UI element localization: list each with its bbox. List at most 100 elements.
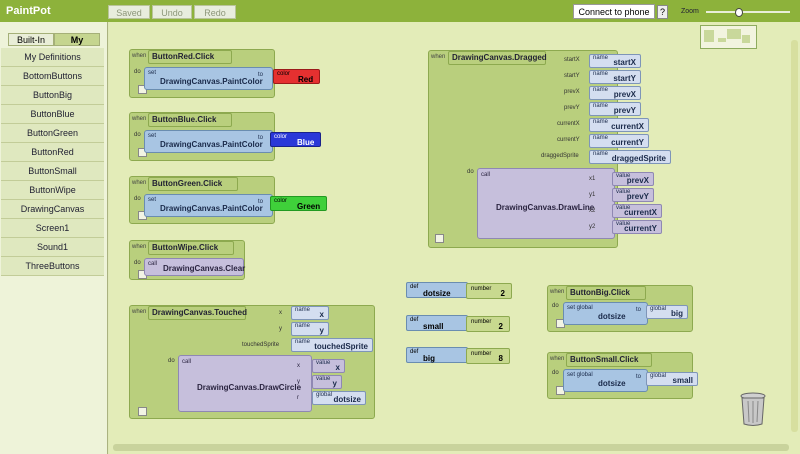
- param-name-x[interactable]: name x: [291, 306, 329, 320]
- tab-my-blocks[interactable]: My Blocks: [54, 33, 100, 58]
- collapse-checkbox[interactable]: [435, 234, 444, 243]
- global-big[interactable]: global big: [646, 305, 688, 319]
- app-title: PaintPot: [6, 5, 51, 17]
- value-y[interactable]: value y: [312, 375, 342, 389]
- arg-socket: x: [297, 363, 300, 369]
- sidebar-item-my-definitions[interactable]: My Definitions: [1, 48, 104, 67]
- event-name: DrawingCanvas.Dragged: [448, 51, 547, 65]
- number-keyword: number: [471, 286, 492, 292]
- value-name: prevY: [626, 192, 649, 201]
- number-value: 8: [498, 354, 503, 363]
- set-global-dotsize-big[interactable]: set global dotsize to: [563, 302, 648, 325]
- zoom-slider-thumb[interactable]: [734, 8, 743, 17]
- name-keyword: name: [593, 87, 609, 93]
- do-label: do: [552, 303, 559, 309]
- param-socket-currenty: currentY: [557, 137, 580, 143]
- global-dotsize[interactable]: global dotsize: [312, 391, 366, 405]
- call-block-drawline[interactable]: call DrawingCanvas.DrawLine: [477, 168, 615, 239]
- saved-button[interactable]: Saved: [108, 5, 150, 19]
- workspace-minimap[interactable]: [700, 25, 757, 49]
- set-label: set: [148, 133, 157, 139]
- tab-built-in[interactable]: Built-In: [8, 33, 54, 46]
- param-value: draggedSprite: [611, 154, 666, 163]
- value-keyword: value: [616, 205, 631, 211]
- trash-icon[interactable]: [739, 391, 767, 427]
- undo-button[interactable]: Undo: [152, 5, 192, 19]
- event-name: DrawingCanvas.Touched: [148, 306, 247, 320]
- collapse-checkbox[interactable]: [138, 407, 147, 416]
- procedure-name: DrawingCanvas.DrawCircle: [197, 383, 302, 392]
- global-keyword: global: [650, 373, 667, 379]
- setter-block-red[interactable]: set DrawingCanvas.PaintColor to: [144, 67, 273, 90]
- color-block-red[interactable]: color Red: [273, 69, 320, 84]
- param-name-prevx[interactable]: name prevX: [589, 86, 641, 100]
- setter-name: DrawingCanvas.PaintColor: [160, 77, 263, 86]
- param-value: touchedSprite: [314, 342, 368, 351]
- when-label: when: [132, 180, 147, 186]
- sidebar-item-sound1[interactable]: Sound1: [1, 238, 104, 257]
- name-keyword: name: [593, 103, 609, 109]
- color-block-green[interactable]: color Green: [270, 196, 327, 211]
- value-keyword: value: [616, 189, 631, 195]
- sidebar-item-bottombuttons[interactable]: BottomButtons: [1, 67, 104, 86]
- def-name: big: [423, 354, 435, 363]
- global-name: small: [672, 376, 693, 385]
- connect-to-phone-button[interactable]: Connect to phone: [573, 4, 655, 19]
- value-keyword: value: [316, 360, 331, 366]
- value-name: prevX: [626, 176, 649, 185]
- event-name: ButtonBig.Click: [566, 286, 646, 300]
- redo-button[interactable]: Redo: [194, 5, 236, 19]
- sidebar-item-buttonwipe[interactable]: ButtonWipe: [1, 181, 104, 200]
- param-name-touchedsprite[interactable]: name touchedSprite: [291, 338, 373, 352]
- sidebar-item-screen1[interactable]: Screen1: [1, 219, 104, 238]
- param-value: startY: [613, 74, 636, 83]
- call-block-clear[interactable]: call DrawingCanvas.Clear: [144, 258, 245, 276]
- top-toolbar: PaintPot Saved Undo Redo Connect to phon…: [0, 0, 800, 22]
- sidebar-item-buttonblue[interactable]: ButtonBlue: [1, 105, 104, 124]
- sidebar-item-buttonbig[interactable]: ButtonBig: [1, 86, 104, 105]
- help-button[interactable]: ?: [657, 5, 668, 19]
- do-label: do: [552, 370, 559, 376]
- sidebar-item-buttonsmall[interactable]: ButtonSmall: [1, 162, 104, 181]
- call-block-drawcircle[interactable]: call DrawingCanvas.DrawCircle x y r: [178, 355, 312, 412]
- procedure-name: DrawingCanvas.DrawLine: [496, 203, 595, 212]
- param-socket-prevy: prevY: [564, 105, 580, 111]
- sidebar-item-buttonred[interactable]: ButtonRed: [1, 143, 104, 162]
- number-value: 2: [498, 322, 503, 331]
- set-global-dotsize-small[interactable]: set global dotsize to: [563, 369, 648, 392]
- zoom-slider-track[interactable]: [706, 11, 790, 13]
- vertical-scrollbar[interactable]: [791, 40, 798, 432]
- param-name-y[interactable]: name y: [291, 322, 329, 336]
- sidebar-item-drawingcanvas[interactable]: DrawingCanvas: [1, 200, 104, 219]
- param-socket-draggedsprite: draggedSprite: [541, 153, 579, 159]
- value-keyword: value: [616, 173, 631, 179]
- sidebar-item-threebuttons[interactable]: ThreeButtons: [1, 257, 104, 276]
- arg-socket: r: [297, 395, 299, 401]
- value-x[interactable]: value x: [312, 359, 345, 373]
- setter-block-blue[interactable]: set DrawingCanvas.PaintColor to: [144, 130, 273, 153]
- color-block-blue[interactable]: color Blue: [270, 132, 321, 147]
- arg-socket: y: [297, 379, 300, 385]
- setter-block-green[interactable]: set DrawingCanvas.PaintColor to: [144, 194, 273, 217]
- param-value: prevX: [613, 90, 636, 99]
- global-small[interactable]: global small: [646, 372, 698, 386]
- horizontal-scrollbar[interactable]: [113, 444, 789, 451]
- sidebar-item-buttongreen[interactable]: ButtonGreen: [1, 124, 104, 143]
- when-label: when: [132, 244, 147, 250]
